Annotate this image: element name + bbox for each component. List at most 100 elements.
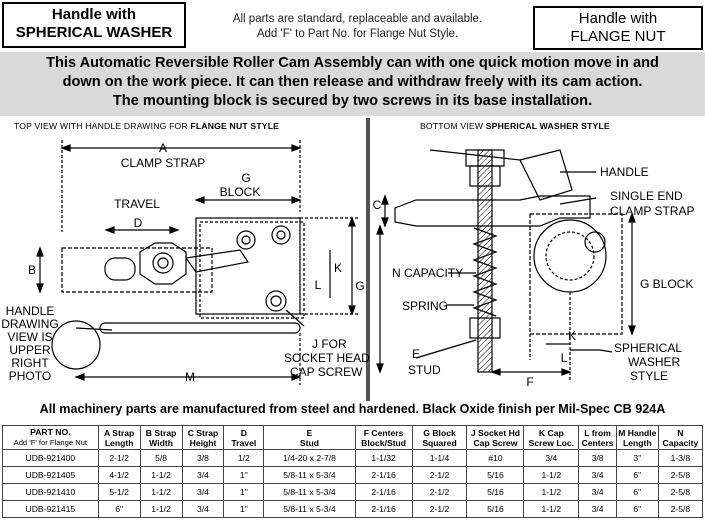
banner-line-2: down on the work piece. It can then rele… [62, 74, 643, 90]
washer-label: WASHER [628, 355, 681, 369]
top-view-caption: TOP VIEW WITH HANDLE DRAWING FOR FLANGE … [14, 121, 279, 131]
view-divider [366, 118, 370, 401]
right-box-line-1: Handle with [578, 10, 658, 27]
handle-label: HANDLE [600, 165, 649, 179]
dim-c-label: C [373, 198, 382, 212]
header-k-sub: Screw Loc. [528, 437, 575, 448]
top-view-caption-bold: FLANGE NUT STYLE [190, 121, 280, 131]
travel-label: TRAVEL [114, 197, 160, 211]
cell-c: 3/4 [181, 500, 225, 518]
cell-k: 1-1/2 [523, 483, 580, 501]
stud-label: STUD [408, 363, 441, 377]
handle-note-1: HANDLE [6, 304, 55, 318]
header-part-no: PART NO.Add 'F' for Flange Nut [2, 425, 99, 450]
cell-b: 1-1/2 [139, 466, 183, 484]
header-g-sub: Squared [422, 437, 457, 448]
banner-line-1: This Automatic Reversible Roller Cam Ass… [46, 55, 659, 71]
cell-k: 3/4 [523, 449, 580, 467]
cell-g: 2-1/2 [411, 500, 468, 518]
top-view-drawing [36, 140, 358, 385]
g-block-label: G BLOCK [640, 277, 693, 291]
single-end-label: SINGLE END [610, 189, 683, 203]
header-m-title: M Handle [618, 427, 657, 438]
cell-a: 5-1/2 [97, 483, 141, 501]
bottom-view-drawing [376, 149, 636, 380]
handle-note-6: PHOTO [9, 369, 51, 383]
cell-part-no: UDB-921415 [2, 500, 99, 518]
cell-e: 5/8-11 x 5-3/4 [263, 466, 356, 484]
cell-d: 1" [223, 466, 265, 484]
top-view-caption-prefix: TOP VIEW WITH HANDLE DRAWING FOR [14, 121, 191, 131]
capacity-label: N CAPACITY [392, 266, 463, 280]
header-n-sub: Capacity [662, 437, 699, 448]
bottom-view-caption-prefix: BOTTOM VIEW [420, 121, 486, 131]
cell-f: 2-1/16 [354, 466, 413, 484]
cell-d: 1/2 [223, 449, 265, 467]
cell-j: #10 [466, 449, 525, 467]
cell-f: 2-1/16 [354, 483, 413, 501]
header-c-title: C Strap [187, 427, 219, 438]
header-j-title: J Socket Hd [470, 427, 521, 438]
dim-d-label: D [134, 216, 143, 230]
cell-part-no: UDB-921405 [2, 466, 99, 484]
cell-j: 5/16 [466, 500, 525, 518]
table-row: UDB-921400 2-1/2 5/8 3/8 1/2 1/4-20 x 2-… [2, 449, 704, 467]
cell-g: 2-1/2 [411, 466, 468, 484]
header-e-sub: Stud [299, 437, 319, 448]
dim-a-label: A [159, 141, 167, 155]
table-row: UDB-921415 6" 1-1/2 3/4 1" 5/8-11 x 5-3/… [2, 500, 704, 518]
header-f-sub: Block/Stud [361, 437, 407, 448]
header-a-title: A Strap [104, 427, 135, 438]
cell-k: 1-1/2 [523, 466, 580, 484]
header-j-sub: Cap Screw [473, 437, 518, 448]
cell-b: 5/8 [139, 449, 183, 467]
cell-part-no: UDB-921410 [2, 483, 99, 501]
spherical-washer-title-box: Handle with SPHERICAL WASHER [2, 2, 186, 48]
bottom-view-labels: C HANDLE SINGLE END CLAMP STRAP N CAPACI… [373, 165, 695, 389]
header-b-title: B Strap [145, 427, 177, 438]
cell-k: 1-1/2 [523, 500, 580, 518]
handle-note-3: VIEW IS [7, 330, 52, 344]
cell-l: 3/4 [578, 466, 617, 484]
dim-g-side-label: G [355, 279, 364, 293]
handle-note-5: RIGHT [11, 356, 49, 370]
cell-m: 3" [615, 449, 659, 467]
cell-a: 2-1/2 [97, 449, 141, 467]
clamp-strap-label: CLAMP STRAP [121, 156, 205, 170]
header-l-sub: Centers [581, 437, 614, 448]
j-note-3: CAP SCREW [290, 365, 363, 379]
dim-m-label: M [185, 370, 195, 384]
cell-a: 4-1/2 [97, 466, 141, 484]
handle-note-2: DRAWING [1, 317, 59, 331]
header-g-title: G Block [423, 427, 456, 438]
header-c-sub: Height [189, 437, 217, 448]
left-box-line-1: Handle with [51, 6, 137, 23]
j-note-2: SOCKET HEAD [284, 351, 370, 365]
flange-nut-title-box: Handle with FLANGE NUT [533, 6, 703, 50]
header-e-title: E [306, 427, 313, 438]
header-k-title: K Cap [538, 427, 564, 438]
cell-e: 1/4-20 x 2-7/8 [263, 449, 356, 467]
cell-c: 3/4 [181, 483, 225, 501]
table-row: UDB-921405 4-1/2 1-1/2 3/4 1" 5/8-11 x 5… [2, 466, 704, 484]
cell-b: 1-1/2 [139, 483, 183, 501]
spherical-label: SPHERICAL [614, 341, 682, 355]
cell-f: 1-1/32 [354, 449, 413, 467]
block-label: BLOCK [220, 185, 261, 199]
cell-e: 5/8-11 x 5-3/4 [263, 500, 356, 518]
j-note-1: J FOR [312, 337, 347, 351]
style-label: STYLE [630, 369, 668, 383]
cell-b: 1-1/2 [139, 500, 183, 518]
technical-drawings: A CLAMP STRAP G BLOCK TRAVEL D B K L G H… [1, 140, 695, 389]
dim-k-label: K [334, 261, 342, 275]
